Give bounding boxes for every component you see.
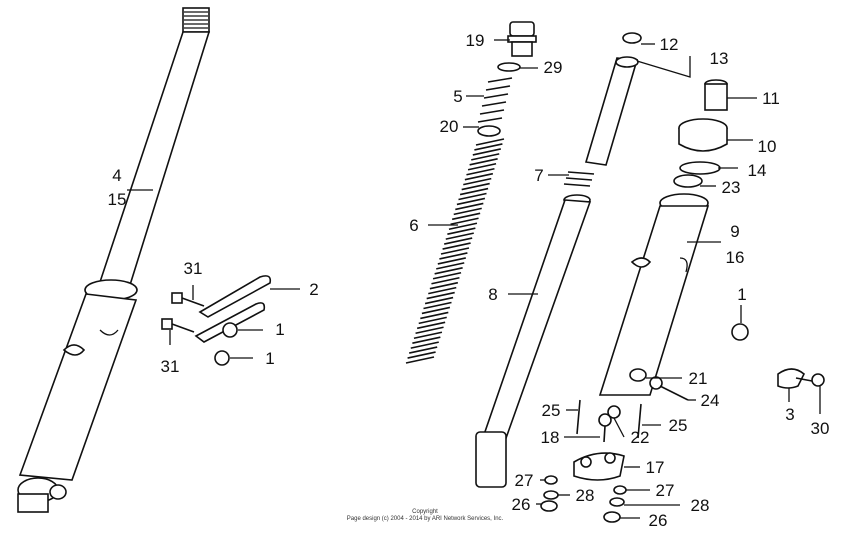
copyright-line-1: Copyright — [412, 509, 438, 515]
fork-bolt-19 — [507, 21, 537, 57]
callout-4: 4 — [112, 166, 121, 185]
callout-25-right: 25 — [669, 416, 688, 435]
nut-26-left — [540, 500, 558, 512]
spring-6 — [405, 138, 505, 364]
callout-8: 8 — [488, 285, 497, 304]
o-ring-29 — [497, 62, 521, 72]
copyright-line-2: Page design (c) 2004 - 2014 by ARI Netwo… — [347, 516, 504, 522]
left-fork-tube — [98, 7, 211, 286]
nut-1-right — [731, 323, 749, 341]
bolt-18 — [598, 413, 612, 443]
callout-14: 14 — [748, 161, 767, 180]
rebound-spring-7 — [563, 171, 595, 187]
callout-26-right: 26 — [649, 511, 668, 530]
callout-22: 22 — [631, 428, 650, 447]
callout-25-left: 25 — [542, 401, 561, 420]
fork-pipe-13 — [584, 56, 639, 166]
bolt-30 — [795, 373, 825, 387]
leader-lines — [127, 39, 821, 519]
callout-9: 9 — [730, 222, 739, 241]
callout-17: 17 — [646, 458, 665, 477]
callout-30: 30 — [811, 419, 830, 438]
callout-12: 12 — [660, 35, 679, 54]
fork-slider-pipe-8 — [475, 194, 592, 488]
cable-clamp-3 — [777, 368, 805, 389]
callout-3: 3 — [785, 405, 794, 424]
stud-25-left — [576, 399, 581, 435]
callout-19: 19 — [466, 31, 485, 50]
left-fork-slider — [17, 279, 138, 513]
callout-31-lower: 31 — [161, 357, 180, 376]
spring-5 — [477, 77, 513, 123]
callout-7: 7 — [534, 166, 543, 185]
dust-seal-11 — [704, 79, 728, 111]
fork-slider-9 — [598, 193, 710, 396]
callout-24: 24 — [701, 391, 720, 410]
bolt-24 — [649, 376, 689, 401]
nut-1-lower — [214, 350, 230, 366]
callout-29: 29 — [544, 58, 563, 77]
callout-10: 10 — [758, 137, 777, 156]
callout-18: 18 — [541, 428, 560, 447]
callout-21: 21 — [689, 369, 708, 388]
bushing-23 — [673, 174, 703, 188]
callout-27-left: 27 — [515, 471, 534, 490]
callout-16: 16 — [726, 248, 745, 267]
washer-27-left — [544, 475, 558, 485]
stop-ring-12 — [622, 32, 642, 44]
callout-15: 15 — [108, 190, 127, 209]
callout-28-right: 28 — [691, 496, 710, 515]
callout-2: 2 — [309, 280, 318, 299]
nut-1-upper — [222, 322, 238, 338]
spring-washer-28-right — [609, 497, 625, 507]
nut-26-right — [603, 511, 621, 523]
spring-washer-28-left — [543, 490, 559, 500]
spring-seat-20 — [477, 125, 501, 137]
callout-31-upper: 31 — [184, 259, 203, 278]
washer-21 — [629, 368, 647, 382]
oil-seal-10 — [678, 118, 728, 152]
bolt-31-lower — [161, 318, 195, 333]
washer-27-right — [613, 485, 627, 495]
callout-20: 20 — [440, 117, 459, 136]
axle-holder-17 — [573, 452, 625, 481]
callout-6: 6 — [409, 216, 418, 235]
callout-27-right: 27 — [656, 481, 675, 500]
callout-13: 13 — [710, 49, 729, 68]
bolt-31-upper — [171, 292, 205, 307]
callout-23: 23 — [722, 178, 741, 197]
stud-25-right — [637, 403, 642, 439]
callout-1-upper: 1 — [275, 320, 284, 339]
circlip-14 — [679, 161, 721, 175]
callout-26-left: 26 — [512, 495, 531, 514]
callout-11: 11 — [762, 89, 780, 108]
callout-5: 5 — [453, 87, 462, 106]
callout-1-lower: 1 — [265, 349, 274, 368]
callout-28-left: 28 — [576, 486, 595, 505]
callout-1-right: 1 — [737, 285, 746, 304]
washer-22 — [607, 405, 621, 419]
